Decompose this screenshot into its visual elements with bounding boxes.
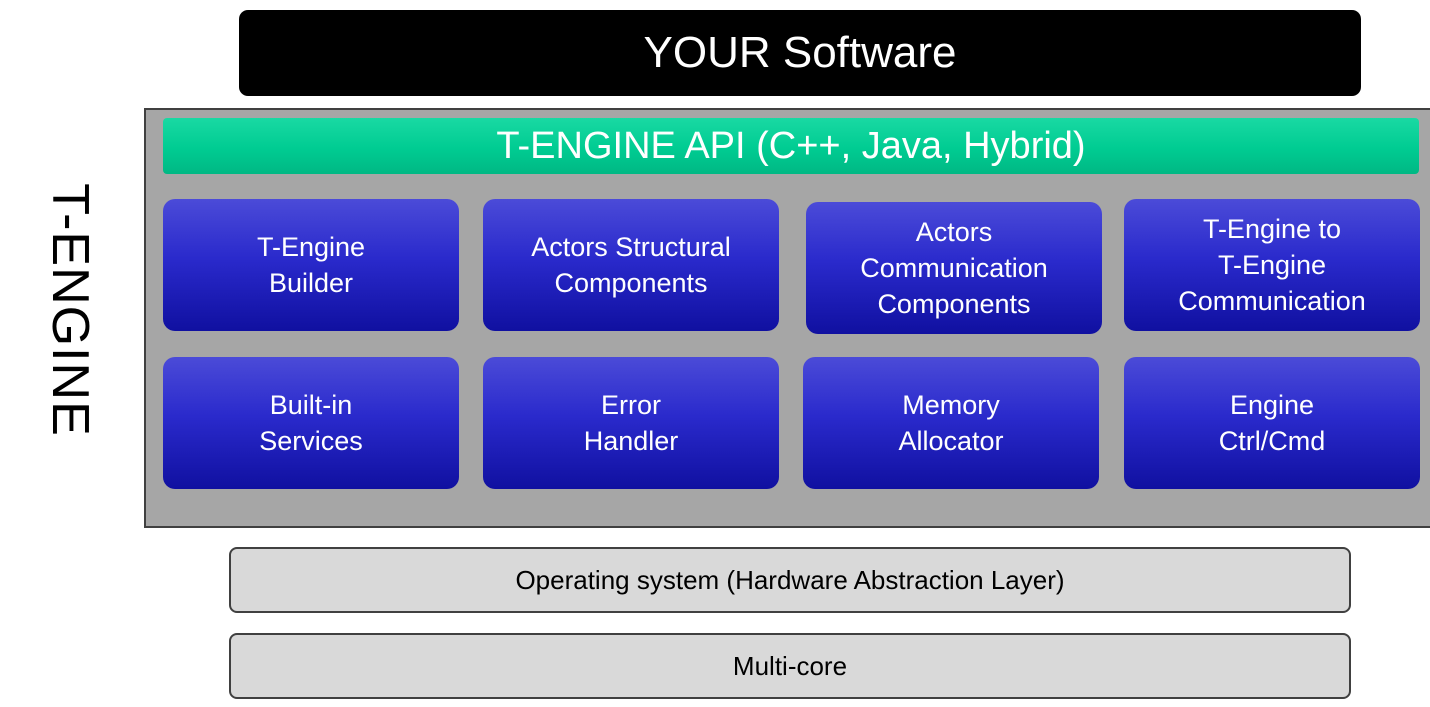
block-error-handler: Error Handler xyxy=(483,357,779,489)
your-software-layer: YOUR Software xyxy=(239,10,1361,96)
block-t-engine-to-t-engine-communication: T-Engine to T-Engine Communication xyxy=(1124,199,1420,331)
operating-system-label: Operating system (Hardware Abstraction L… xyxy=(515,564,1065,595)
multi-core-layer: Multi-core xyxy=(229,633,1351,699)
multi-core-label: Multi-core xyxy=(732,650,848,681)
block-built-in-services: Built-in Services xyxy=(163,357,459,489)
operating-system-layer: Operating system (Hardware Abstraction L… xyxy=(229,547,1351,613)
your-software-label: YOUR Software xyxy=(643,28,957,77)
block-engine-ctrl-cmd: Engine Ctrl/Cmd xyxy=(1124,357,1420,489)
t-engine-label-text: T-ENGINE xyxy=(41,183,100,437)
block-t-engine-builder: T-Engine Builder xyxy=(163,199,459,331)
block-actors-structural-components: Actors Structural Components xyxy=(483,199,779,331)
block-actors-communication-components: Actors Communication Components xyxy=(806,202,1102,334)
t-engine-api-bar: T-ENGINE API (C++, Java, Hybrid) xyxy=(163,118,1419,174)
api-bar-label: T-ENGINE API (C++, Java, Hybrid) xyxy=(496,124,1086,167)
t-engine-vertical-label: T-ENGINE xyxy=(30,150,110,470)
block-memory-allocator: Memory Allocator xyxy=(803,357,1099,489)
